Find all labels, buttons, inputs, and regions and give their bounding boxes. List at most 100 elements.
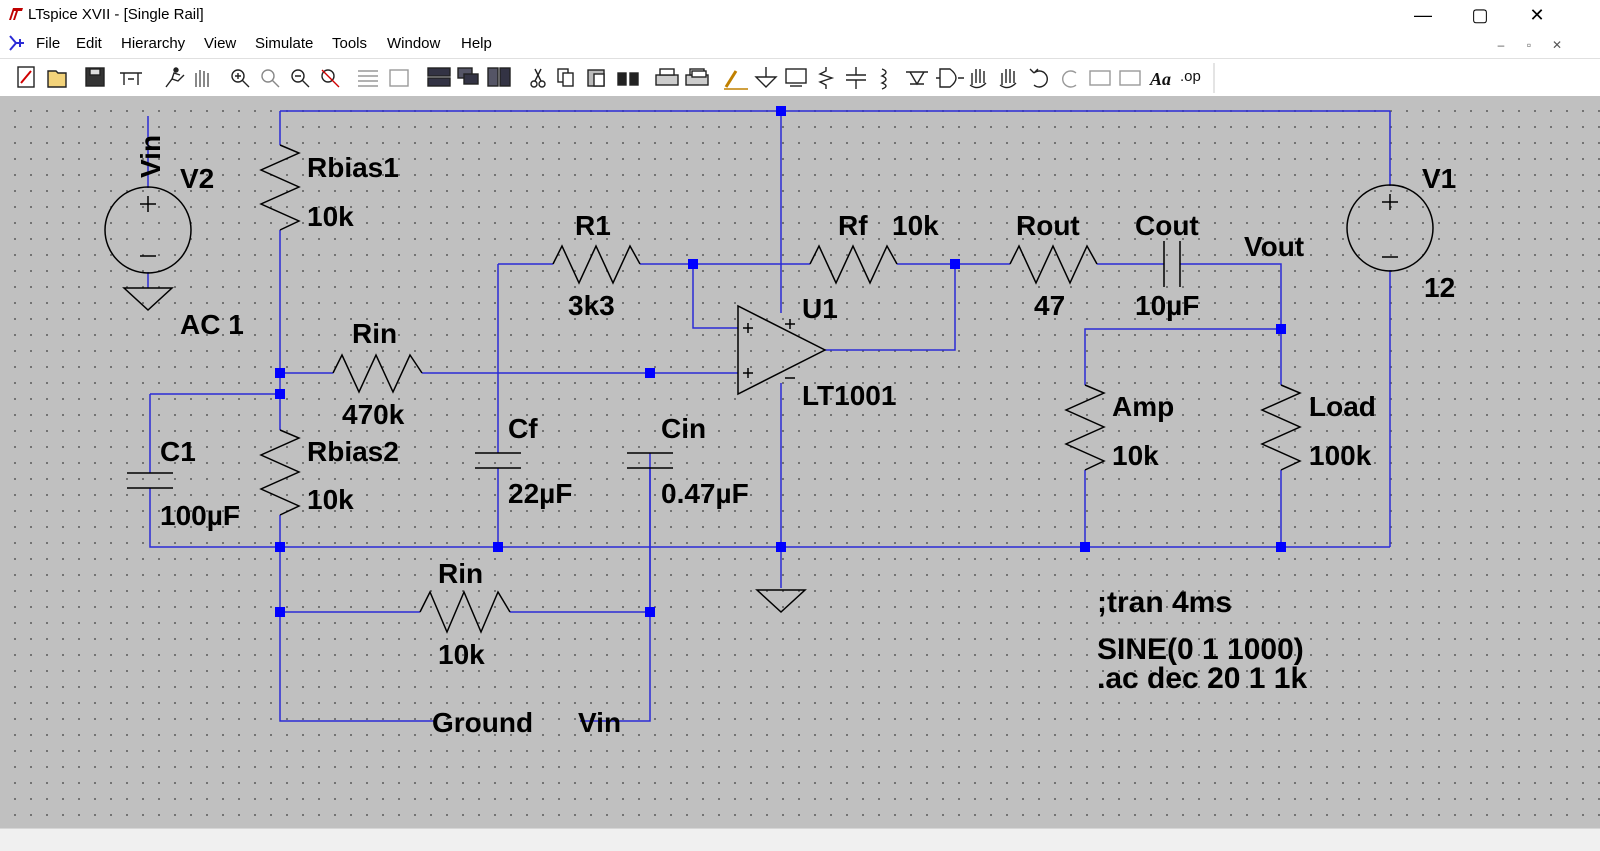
vin-net-label[interactable]: Vin bbox=[578, 707, 621, 738]
paste-icon[interactable] bbox=[587, 69, 605, 87]
redo-icon[interactable] bbox=[1062, 70, 1077, 88]
rout-resistor-symbol[interactable] bbox=[1009, 244, 1098, 285]
new-schematic-icon[interactable] bbox=[17, 66, 35, 88]
mdi-minimize-button[interactable]: – bbox=[1497, 38, 1505, 52]
sine-source-spec[interactable]: SINE(0 1 1000) bbox=[1097, 633, 1304, 666]
menu-window[interactable]: Window bbox=[387, 35, 441, 52]
wire-icon[interactable] bbox=[724, 70, 748, 90]
cf-name-label[interactable]: Cf bbox=[508, 413, 538, 444]
undo-icon[interactable] bbox=[1029, 68, 1048, 88]
schematic-doc-icon[interactable] bbox=[6, 32, 28, 54]
ground-net-label[interactable]: Ground bbox=[432, 707, 533, 738]
load-value-label[interactable]: 100k bbox=[1309, 440, 1372, 471]
cout-value-label[interactable]: 10µF bbox=[1135, 290, 1199, 321]
ground-icon[interactable] bbox=[754, 67, 778, 88]
rbias2-value-label[interactable]: 10k bbox=[307, 484, 354, 515]
load-resistor-symbol[interactable] bbox=[1260, 384, 1302, 471]
rin-resistor-symbol[interactable] bbox=[332, 353, 423, 394]
amp-resistor-symbol[interactable] bbox=[1064, 384, 1106, 471]
cout-capacitor-symbol[interactable] bbox=[1163, 241, 1181, 287]
rotate-icon[interactable] bbox=[1089, 70, 1111, 86]
rf-resistor-symbol[interactable] bbox=[809, 244, 898, 285]
mdi-close-button[interactable]: ✕ bbox=[1551, 38, 1563, 52]
print-setup-icon[interactable] bbox=[685, 68, 709, 86]
cin-value-label[interactable]: 0.47µF bbox=[661, 478, 749, 509]
menu-simulate[interactable]: Simulate bbox=[255, 35, 314, 52]
menu-file[interactable]: File bbox=[36, 35, 61, 52]
rin-value-label[interactable]: 470k bbox=[342, 399, 405, 430]
cut-icon[interactable] bbox=[530, 68, 546, 88]
v2-name-label[interactable]: V2 bbox=[180, 163, 214, 194]
v2-net-label[interactable]: Vin bbox=[135, 135, 166, 178]
copy-icon[interactable] bbox=[557, 68, 574, 87]
tile-vertical-icon[interactable] bbox=[487, 67, 511, 87]
capacitor-icon[interactable] bbox=[846, 67, 866, 89]
autorange-icon[interactable] bbox=[358, 70, 378, 87]
zoom-out-icon[interactable] bbox=[291, 69, 310, 88]
amp-name-label[interactable]: Amp bbox=[1112, 391, 1174, 422]
save-icon[interactable] bbox=[85, 67, 105, 87]
find-icon[interactable] bbox=[617, 72, 639, 86]
move-icon[interactable] bbox=[969, 69, 987, 89]
run-icon[interactable] bbox=[165, 67, 185, 88]
tile-horizontal-icon[interactable] bbox=[427, 67, 451, 87]
cin-name-label[interactable]: Cin bbox=[661, 413, 706, 444]
r1-resistor-symbol[interactable] bbox=[552, 244, 641, 285]
menu-edit[interactable]: Edit bbox=[76, 35, 102, 52]
v2-value-label[interactable]: AC 1 bbox=[180, 309, 244, 340]
v1-source-symbol[interactable] bbox=[1346, 184, 1434, 272]
rout-value-label[interactable]: 47 bbox=[1034, 290, 1065, 321]
text-icon[interactable]: Aa bbox=[1149, 69, 1171, 89]
rf-value-label[interactable]: 10k bbox=[892, 210, 939, 241]
open-icon[interactable] bbox=[47, 70, 67, 88]
print-icon[interactable] bbox=[655, 68, 679, 86]
rf-name-label[interactable]: Rf bbox=[838, 210, 868, 241]
rbias1-value-label[interactable]: 10k bbox=[307, 201, 354, 232]
menu-tools[interactable]: Tools bbox=[332, 35, 368, 52]
mirror-icon[interactable] bbox=[1119, 70, 1141, 86]
v2-source-symbol[interactable] bbox=[104, 186, 192, 312]
rbias2-name-label[interactable]: Rbias2 bbox=[307, 436, 399, 467]
inductor-icon[interactable] bbox=[880, 68, 887, 90]
rbias1-resistor-symbol[interactable] bbox=[259, 144, 301, 231]
rbias2-resistor-symbol[interactable] bbox=[259, 429, 301, 516]
c1-capacitor-symbol[interactable] bbox=[127, 472, 173, 489]
vout-net-label[interactable]: Vout bbox=[1244, 231, 1304, 262]
rout-name-label[interactable]: Rout bbox=[1016, 210, 1080, 241]
pan-icon[interactable] bbox=[261, 69, 280, 88]
c1-name-label[interactable]: C1 bbox=[160, 436, 196, 467]
menu-help[interactable]: Help bbox=[461, 35, 492, 52]
cout-name-label[interactable]: Cout bbox=[1135, 210, 1199, 241]
control-panel-icon[interactable] bbox=[120, 72, 142, 85]
cascade-icon[interactable] bbox=[457, 67, 479, 85]
rbias1-name-label[interactable]: Rbias1 bbox=[307, 152, 399, 183]
wires[interactable] bbox=[147, 110, 1391, 722]
menu-hierarchy[interactable]: Hierarchy bbox=[121, 35, 186, 52]
rin-name-label[interactable]: Rin bbox=[352, 318, 397, 349]
cf-capacitor-symbol[interactable] bbox=[475, 452, 521, 469]
amp-value-label[interactable]: 10k bbox=[1112, 440, 1159, 471]
view-icon[interactable] bbox=[389, 69, 409, 87]
cin-capacitor-symbol[interactable] bbox=[627, 452, 673, 469]
cf-value-label[interactable]: 22µF bbox=[508, 478, 572, 509]
zoom-fit-icon[interactable] bbox=[321, 69, 340, 88]
close-button[interactable]: ✕ bbox=[1529, 5, 1545, 25]
rin-bottom-value-label[interactable]: 10k bbox=[438, 639, 485, 670]
zoom-in-icon[interactable] bbox=[231, 69, 250, 88]
tran-directive[interactable]: ;tran 4ms bbox=[1097, 586, 1232, 619]
u1-name-label[interactable]: U1 bbox=[802, 293, 838, 324]
r1-value-label[interactable]: 3k3 bbox=[568, 290, 615, 321]
v1-name-label[interactable]: V1 bbox=[1422, 163, 1456, 194]
resistor-icon[interactable] bbox=[818, 67, 835, 89]
r1-name-label[interactable]: R1 bbox=[575, 210, 611, 241]
rin-bottom-name-label[interactable]: Rin bbox=[438, 558, 483, 589]
ac-directive[interactable]: .ac dec 20 1 1k bbox=[1097, 662, 1307, 695]
halt-icon[interactable] bbox=[195, 70, 209, 87]
maximize-button[interactable]: ▢ bbox=[1471, 5, 1489, 25]
mdi-restore-button[interactable]: ▫ bbox=[1526, 38, 1532, 52]
u1-value-label[interactable]: LT1001 bbox=[802, 380, 896, 411]
spice-directive-icon[interactable]: .op bbox=[1180, 68, 1201, 85]
menu-view[interactable]: View bbox=[204, 35, 237, 52]
drag-icon[interactable] bbox=[999, 69, 1017, 89]
c1-value-label[interactable]: 100µF bbox=[160, 500, 240, 531]
